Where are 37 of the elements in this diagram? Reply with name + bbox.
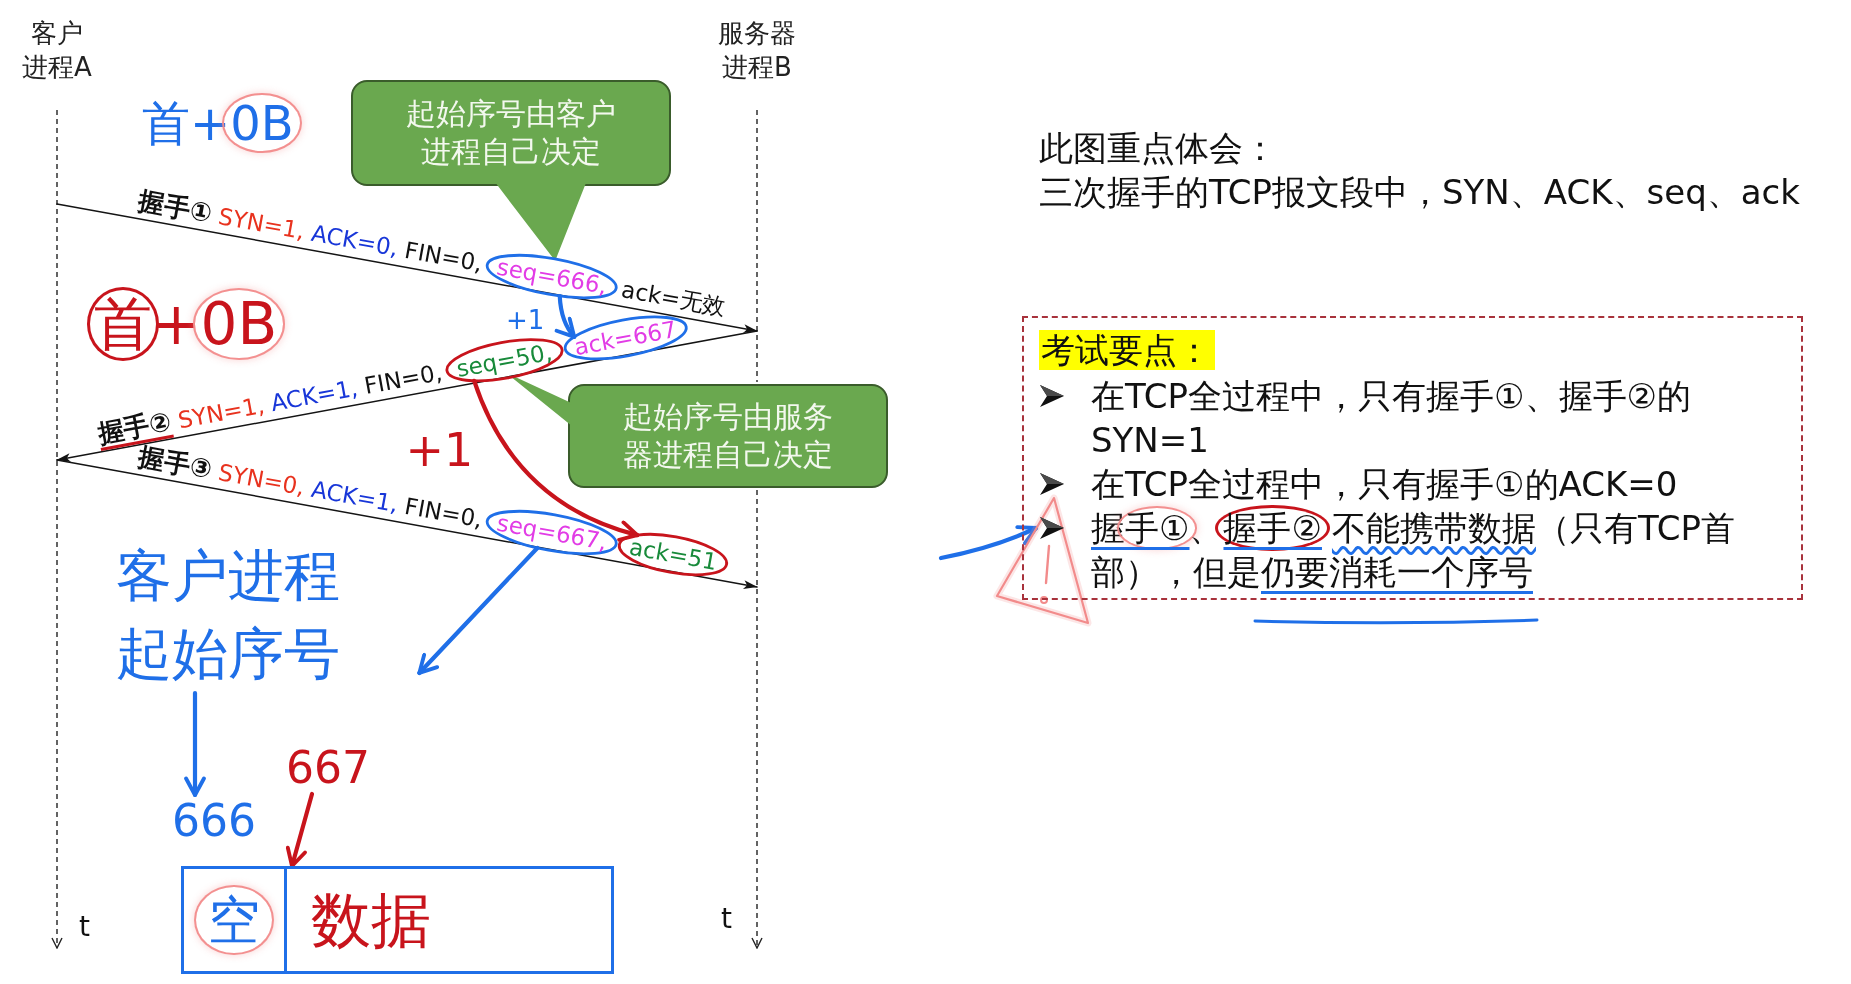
handwritten-note: 客户进程起始序号 xyxy=(116,537,356,693)
note-text: 三次握手的TCP报文段中，SYN、ACK、seq、ack xyxy=(1039,172,1800,213)
callout-bubble xyxy=(568,384,888,488)
ink-circle xyxy=(445,338,564,383)
ink-arrow xyxy=(285,791,315,869)
callout-text: 起始序号由服务器进程自己决定 xyxy=(622,398,834,474)
key-points-panel xyxy=(1022,316,1803,600)
ink-arrow xyxy=(938,524,1039,561)
ink-circle xyxy=(485,253,618,300)
axis-label: t xyxy=(79,910,90,944)
callout-pointer xyxy=(495,182,586,260)
segment-cell: 空 xyxy=(181,866,287,974)
axis-label: t xyxy=(721,902,732,936)
panel-heading: 考试要点： xyxy=(1039,330,1215,370)
callout-text: 起始序号由客户进程自己决定 xyxy=(405,95,617,171)
ink-circle xyxy=(563,315,688,361)
bullet-text: 在TCP全过程中，只有握手①的ACK=0 xyxy=(1091,463,1679,506)
segment-cell: 数据 xyxy=(287,866,614,974)
callout-pointer xyxy=(511,375,572,425)
ink-circle xyxy=(617,532,728,577)
ink-arrow xyxy=(554,293,577,339)
ink-arrow xyxy=(417,545,540,676)
message-arrow xyxy=(56,459,758,589)
handwritten-note: +1 xyxy=(405,423,474,479)
handwritten-note: +1 xyxy=(506,305,545,337)
message-arrow xyxy=(56,203,758,333)
handwritten-note: 首+0B xyxy=(82,272,290,378)
note-text: 此图重点体会： xyxy=(1039,128,1277,169)
ink-arrow xyxy=(184,690,206,798)
participant-label: 客户进程A xyxy=(21,17,93,84)
handwritten-note: 首+0B xyxy=(130,78,306,169)
participant-label: 服务器进程B xyxy=(717,17,797,84)
ink-circle xyxy=(485,509,618,556)
bullet-text: 在TCP全过程中，只有握手①、握手②的SYN=1 xyxy=(1091,375,1692,462)
message-arrow xyxy=(56,330,758,462)
handwritten-number: 667 xyxy=(286,742,370,794)
handwritten-number: 666 xyxy=(172,795,256,847)
